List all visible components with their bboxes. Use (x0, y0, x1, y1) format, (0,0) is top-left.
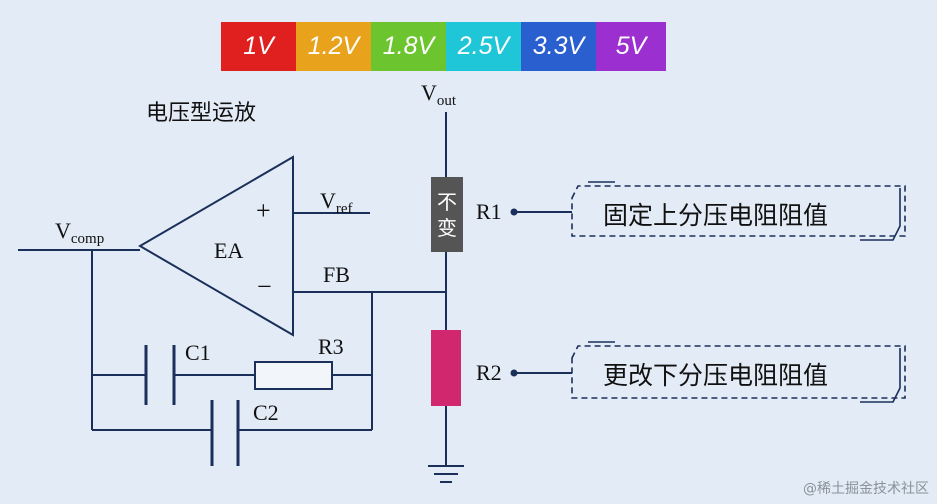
r2-resistor (431, 330, 461, 406)
vout-label: Vout (421, 80, 457, 109)
r2-callout-text: 更改下分压电阻阻值 (603, 361, 829, 390)
r2-callout-box (571, 345, 906, 399)
r1-callout-accent (588, 181, 901, 241)
r1-pointer-dot (510, 208, 518, 216)
r2-pointer-dot (510, 369, 518, 377)
vref-label: Vref (320, 188, 353, 217)
r2-label: R2 (476, 360, 502, 385)
plus-sign: + (256, 196, 271, 225)
r1-label: R1 (476, 199, 502, 224)
r1-resistor: 不 变 (431, 177, 463, 252)
voltage-cell-1-2v: 1.2V (296, 22, 371, 71)
op-amp-triangle (138, 155, 294, 337)
diagram-title: 电压型运放 (146, 101, 257, 126)
r1-callout-box (571, 185, 906, 237)
r2-callout-accent (588, 341, 901, 403)
voltage-cell-5v: 5V (596, 22, 666, 71)
vcomp-label: Vcomp (55, 218, 105, 247)
r1-tag-line2: 变 (437, 215, 457, 240)
voltage-cell-1v: 1V (221, 22, 296, 71)
fb-label: FB (323, 262, 350, 287)
r1-callout-text: 固定上分压电阻阻值 (603, 201, 829, 230)
r1-tag-line1: 不 (437, 189, 457, 214)
c1-label: C1 (185, 340, 211, 365)
minus-sign: − (257, 272, 272, 301)
r3-resistor (254, 361, 333, 390)
voltage-cell-3-3v: 3.3V (521, 22, 596, 71)
voltage-cell-2-5v: 2.5V (446, 22, 521, 71)
c2-label: C2 (253, 400, 279, 425)
voltage-cell-1-8v: 1.8V (371, 22, 446, 71)
watermark: @稀土掘金技术社区 (803, 481, 929, 497)
ea-label: EA (214, 238, 244, 263)
r3-label: R3 (318, 334, 344, 359)
